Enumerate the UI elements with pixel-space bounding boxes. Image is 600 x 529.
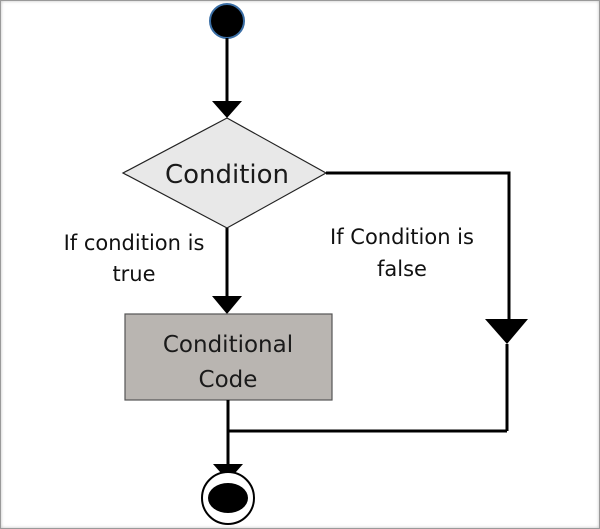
process-label-line1: Conditional: [163, 332, 293, 358]
arrowhead-icon: [212, 101, 242, 118]
decision-label: Condition: [165, 160, 289, 190]
end-node-icon: [208, 483, 248, 513]
true-branch-label-line2: true: [112, 262, 155, 286]
false-branch-label-line1: If Condition is: [330, 225, 474, 249]
false-branch-connector: [326, 171, 511, 321]
false-branch-label-line2: false: [377, 257, 427, 281]
arrowhead-icon: [212, 296, 242, 314]
true-branch-label-line1: If condition is: [64, 231, 205, 255]
start-node-icon: [209, 3, 245, 39]
process-label-line2: Code: [199, 367, 258, 393]
arrowhead-icon: [485, 319, 528, 344]
